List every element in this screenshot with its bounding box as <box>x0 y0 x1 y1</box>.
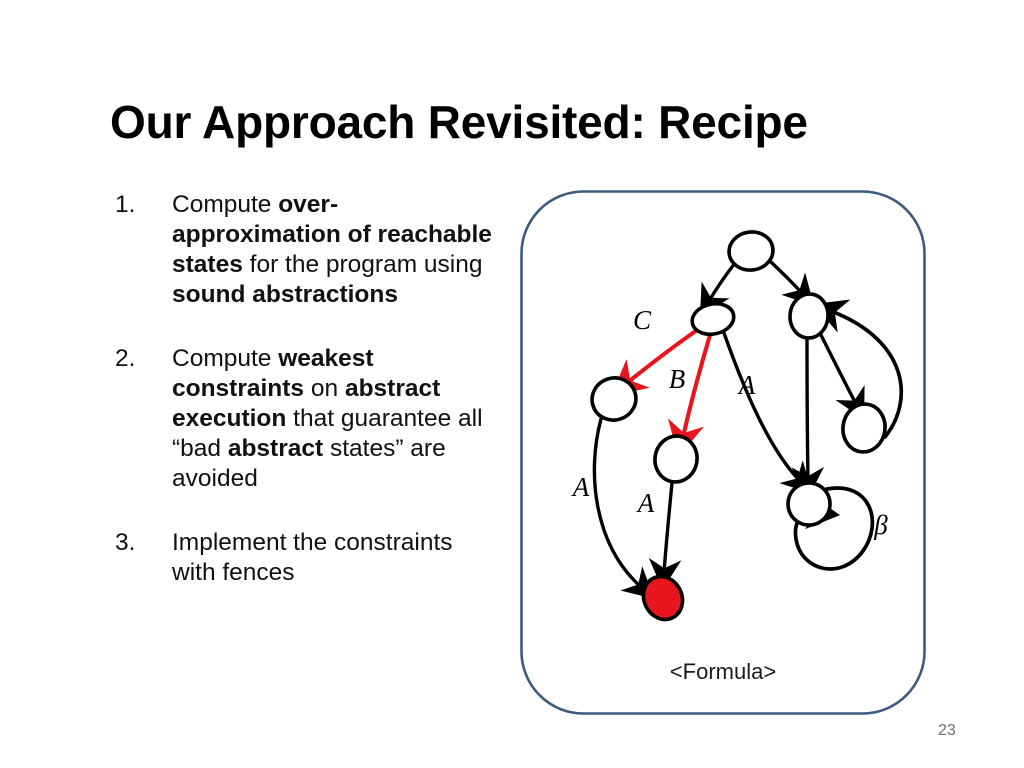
emphasis-run: abstract execution <box>172 375 441 432</box>
text-run: Implement the constraints with fences <box>172 529 453 586</box>
edge-left-to-c-target-highlight <box>611 327 700 396</box>
recipe-step-2: 2. Compute weakest constraints on abstrac… <box>115 344 495 494</box>
state-node-left <box>690 301 736 337</box>
edge-left-to-b-target-highlight <box>667 332 713 457</box>
recipe-step-number: 2. <box>115 345 136 372</box>
title-prefix: Our Approach <box>110 95 428 148</box>
edge-label-a-mid: A <box>636 488 655 518</box>
emphasis-run: weakest constraints <box>172 345 374 402</box>
recipe-step-list: 1. Compute over-approximation of reachabl… <box>115 190 495 588</box>
state-node-b-target <box>653 434 699 484</box>
edge-far-right-to-right <box>813 299 904 439</box>
edge-label-b: B <box>669 364 686 394</box>
state-node-loop <box>786 481 832 527</box>
formula-caption: <Formula> <box>669 659 777 684</box>
text-run: for the program using <box>242 251 483 278</box>
text-run: Compute <box>172 345 279 372</box>
title-suffix: : Recipe <box>630 95 808 148</box>
edge-label-c: C <box>633 305 652 335</box>
edge-label-a-left: A <box>571 472 590 502</box>
edge-b-target-to-bad <box>648 481 682 590</box>
emphasis-run: over-approximation of reachable states <box>172 191 492 278</box>
edge-left-to-loop-a <box>722 331 813 494</box>
edge-label-layer: CB A A Aβ <box>571 305 889 540</box>
recipe-step-text: Compute weakest constraints on abstract … <box>172 344 495 494</box>
edge-c-target-to-bad <box>592 417 655 599</box>
page-title: Our Approach Revisited: Recipe <box>110 93 940 155</box>
recipe-step-1: 1. Compute over-approximation of reachabl… <box>115 190 495 310</box>
edge-right-to-far-right <box>819 333 865 420</box>
edge-label-a-right: A <box>737 370 756 400</box>
page-number: 23 <box>938 722 956 739</box>
emphasis-run: sound abstractions <box>172 281 398 308</box>
emphasis-run: abstract <box>227 435 324 462</box>
edge-root-to-left <box>699 261 737 317</box>
state-node-far-right <box>841 402 887 454</box>
recipe-step-3: 3. Implement the constraints with fences <box>115 528 495 588</box>
text-run: on <box>304 375 345 402</box>
recipe-step-number: 1. <box>115 191 136 218</box>
edge-label-beta: β <box>873 510 888 540</box>
recipe-step-text: Implement the constraints with fences <box>172 528 495 588</box>
title-emphasis: Revisited <box>427 95 631 148</box>
recipe-step-text: Compute over-approximation of reachable … <box>172 190 495 310</box>
text-run: states” are avoided <box>172 435 446 492</box>
state-node-c-target <box>590 376 638 422</box>
state-node-root <box>727 230 775 272</box>
edge-right-to-loop <box>791 337 825 498</box>
recipe-step-number: 3. <box>115 529 136 556</box>
state-node-right <box>788 292 830 340</box>
state-transition-graph: CB A A Aβ <box>571 230 904 622</box>
node-layer <box>590 230 887 622</box>
state-node-bad <box>641 574 685 622</box>
text-run: Compute <box>172 191 279 218</box>
text-run: that guarantee all “bad <box>172 405 483 462</box>
edge-root-to-right <box>769 260 815 306</box>
